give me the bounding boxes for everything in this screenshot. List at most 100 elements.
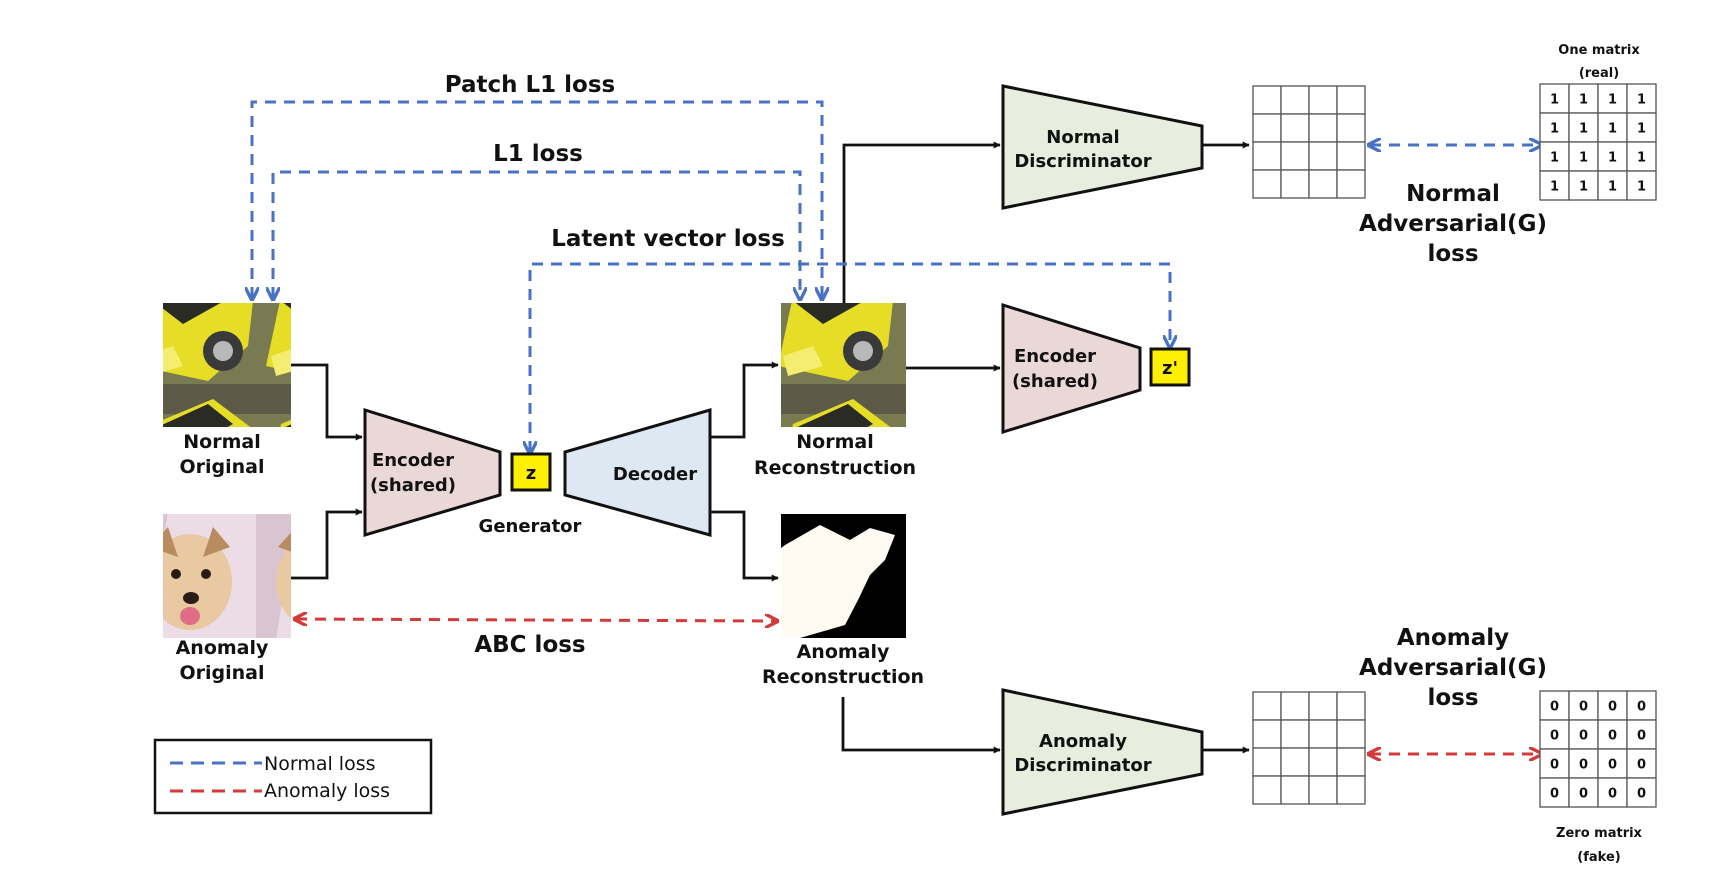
normal-output-grid-cell — [1280, 169, 1310, 199]
one-matrix-cell — [1626, 112, 1657, 143]
anomaly-output-grid-cell — [1308, 691, 1338, 721]
one-matrix-value: 1 — [1637, 180, 1646, 195]
one-matrix-cell — [1568, 141, 1599, 172]
normal-output-grid-cell — [1336, 85, 1366, 115]
generator-label: Generator — [479, 516, 582, 537]
zero-matrix-cell — [1597, 690, 1628, 721]
normal-adv-loss-line1: Normal — [1406, 181, 1500, 207]
one-matrix-cell — [1597, 170, 1628, 201]
zero-matrix-value: 0 — [1579, 758, 1588, 773]
one-matrix-value: 1 — [1608, 122, 1617, 137]
decoder-to-anomaly-recon-arrow — [710, 510, 779, 582]
anomaly-adv-loss-line2: Adversarial(G) — [1359, 655, 1547, 681]
normal-original-label-line1: Normal — [183, 431, 260, 453]
zero-matrix-cell — [1626, 777, 1657, 808]
anomaly-loss-connectors — [296, 619, 1540, 754]
zero-matrix-value: 0 — [1579, 787, 1588, 802]
one-matrix-cell — [1626, 170, 1657, 201]
normal-original-image — [163, 303, 291, 427]
one-matrix-cell — [1597, 112, 1628, 143]
zero-matrix-value: 0 — [1550, 758, 1559, 773]
abc-loss-label: ABC loss — [474, 632, 585, 658]
normal-output-grid-cell — [1308, 85, 1338, 115]
anomaly-output-grid-cell — [1308, 719, 1338, 749]
one-matrix-value: 1 — [1579, 93, 1588, 108]
anomaly-output-grid-cell — [1308, 775, 1338, 805]
encoder-shared-label-line2: (shared) — [1012, 371, 1098, 392]
zero-matrix-cell — [1597, 777, 1628, 808]
normal-discriminator-label-line2: Discriminator — [1014, 151, 1151, 172]
normal-reconstruction-label-line1: Normal — [796, 431, 873, 453]
normal-output-grid-cell — [1280, 141, 1310, 171]
anomaly-discriminator-block — [1001, 688, 1204, 816]
normal-adv-loss-line3: loss — [1427, 241, 1478, 267]
anomaly-output-grid-cell — [1252, 719, 1282, 749]
one-matrix-value: 1 — [1608, 151, 1617, 166]
one-matrix-title-line2: (real) — [1579, 66, 1619, 81]
latent-vector-loss-label: Latent vector loss — [551, 226, 785, 252]
encoder-label-line2: (shared) — [370, 475, 456, 496]
anomaly-output-grid-cell — [1252, 691, 1282, 721]
anomaly-original-label-line1: Anomaly — [176, 637, 269, 659]
anomaly-reconstruction-label-line2: Reconstruction — [762, 666, 924, 688]
anomaly-adv-loss-line1: Anomaly — [1397, 625, 1509, 651]
abc-loss-connector — [296, 619, 776, 621]
zero-matrix-cell — [1626, 748, 1657, 779]
decoder-label: Decoder — [613, 464, 697, 485]
anomaly-original-image — [163, 514, 291, 638]
normal-loss-connectors — [252, 100, 1540, 452]
normal-reconstruction-label-line2: Reconstruction — [754, 457, 916, 479]
normal-output-grid-cell — [1336, 169, 1366, 199]
anomaly-discriminator-label-line1: Anomaly — [1039, 731, 1127, 752]
normal-reconstruction-image — [781, 303, 906, 427]
anomaly-output-grid-cell — [1280, 775, 1310, 805]
anomaly-output-grid-cell — [1308, 747, 1338, 777]
zero-matrix-value: 0 — [1608, 729, 1617, 744]
patch-l1-loss-connector — [252, 100, 822, 298]
normal-output-grid-cell — [1308, 141, 1338, 171]
one-matrix-value: 1 — [1637, 151, 1646, 166]
one-matrix-value: 1 — [1579, 122, 1588, 137]
normal-discriminator-label-line1: Normal — [1046, 127, 1119, 148]
anomaly-output-grid-cell — [1336, 775, 1366, 805]
zero-matrix-title-line1: Zero matrix — [1556, 826, 1643, 841]
anomaly-output-grid-cell — [1336, 691, 1366, 721]
encoder-label-line1: Encoder — [372, 450, 454, 471]
anomaly-output-grid-cell — [1252, 747, 1282, 777]
one-matrix-value: 1 — [1608, 93, 1617, 108]
one-matrix-value: 1 — [1550, 122, 1559, 137]
one-matrix-value: 1 — [1550, 93, 1559, 108]
zero-matrix-value: 0 — [1637, 700, 1646, 715]
zero-matrix-value: 0 — [1579, 700, 1588, 715]
normal-original-label-line2: Original — [179, 456, 264, 478]
normal-output-grid-cell — [1336, 113, 1366, 143]
normal-output-grid-cell — [1252, 169, 1282, 199]
normal-output-grid-cell — [1336, 141, 1366, 171]
one-matrix-cell — [1539, 170, 1570, 201]
normal-to-encoder-arrow — [291, 363, 363, 441]
one-matrix-title-line1: One matrix — [1558, 43, 1640, 58]
patch-l1-loss-label: Patch L1 loss — [445, 72, 616, 98]
zero-matrix-cell — [1539, 690, 1570, 721]
normal-output-grid-cell — [1252, 141, 1282, 171]
latent-z-prime-box — [1149, 347, 1191, 387]
normal-adv-loss-line2: Adversarial(G) — [1359, 211, 1547, 237]
legend: Normal loss Anomaly loss — [153, 738, 433, 815]
anomaly-original-label-line2: Original — [179, 662, 264, 684]
l1-loss-connector — [273, 170, 800, 298]
latent-z-box — [510, 452, 552, 492]
anomaly-output-grid-cell — [1280, 719, 1310, 749]
encoder-block — [363, 407, 502, 538]
zero-matrix-value: 0 — [1550, 787, 1559, 802]
latent-z-prime-label: z' — [1162, 358, 1178, 379]
anomaly-discriminator-label-line2: Discriminator — [1014, 755, 1151, 776]
zero-matrix-value: 0 — [1550, 729, 1559, 744]
normal-discriminator-block — [1001, 84, 1204, 210]
zero-matrix-value: 0 — [1637, 787, 1646, 802]
legend-normal-label: Normal loss — [264, 753, 376, 775]
zero-matrix-value: 0 — [1637, 758, 1646, 773]
zero-matrix-cell — [1626, 690, 1657, 721]
zero-matrix-value: 0 — [1608, 700, 1617, 715]
